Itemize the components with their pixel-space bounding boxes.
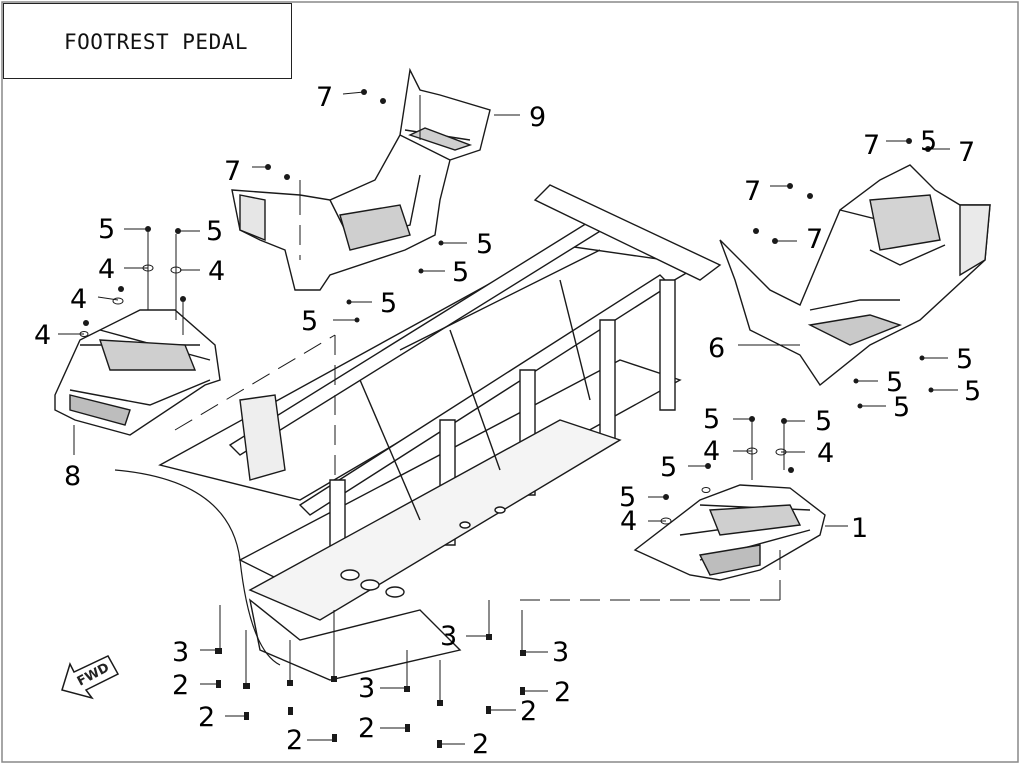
callout-label: 4 [70, 284, 87, 315]
vehicle-frame [158, 184, 722, 681]
callout-label: 7 [224, 156, 241, 187]
bolt [288, 707, 293, 715]
callout-label: 5 [619, 482, 636, 513]
bolt [753, 228, 759, 234]
callout-label: 4 [98, 254, 115, 285]
bolt [437, 740, 442, 748]
callout-label: 7 [863, 130, 880, 161]
callout-label: 4 [208, 256, 225, 287]
nut [243, 683, 250, 689]
bolt [175, 228, 181, 234]
callout-label: 2 [554, 677, 571, 708]
callout-label: 2 [358, 713, 375, 744]
washer [701, 487, 711, 493]
nut [437, 700, 443, 706]
callout-label: 5 [380, 288, 397, 319]
callout-label: 7 [958, 137, 975, 168]
bolt [807, 193, 813, 199]
bolt [83, 320, 89, 326]
callout-label: 4 [620, 506, 637, 537]
right-footrest-fender-part-6 [719, 164, 991, 387]
callout-label: 4 [817, 438, 834, 469]
callout-label: 1 [851, 513, 868, 544]
title-box: FOOTREST PEDAL [3, 3, 292, 79]
left-floor-pan-part-8 [54, 309, 221, 436]
bolt [405, 724, 410, 732]
nut [287, 680, 293, 686]
bolt [118, 286, 124, 292]
callout-label: 5 [815, 406, 832, 437]
callout-label: 5 [893, 392, 910, 423]
bolt [216, 680, 221, 688]
callout-label: 5 [920, 126, 937, 157]
nut [404, 686, 410, 692]
phantom-lines [174, 195, 781, 601]
bolt [380, 98, 386, 104]
diagram-title: FOOTREST PEDAL [64, 30, 249, 54]
callout-label: 5 [886, 367, 903, 398]
callout-label: 2 [198, 702, 215, 733]
bolt [486, 706, 491, 714]
forward-direction-arrow: FWD [61, 655, 120, 700]
bolt [284, 174, 290, 180]
callout-label: 5 [956, 344, 973, 375]
callout-label: 5 [301, 306, 318, 337]
nut [331, 676, 337, 682]
bolt [180, 296, 186, 302]
bolt [520, 687, 525, 695]
bolt [244, 712, 249, 720]
callout-label: 2 [520, 696, 537, 727]
left-footrest-fender-part-9 [231, 67, 491, 291]
bolt [332, 734, 337, 742]
callout-label: 5 [703, 404, 720, 435]
callout-label: 9 [529, 102, 546, 133]
bolt [788, 467, 794, 473]
callout-label: 4 [34, 320, 51, 351]
callout-label: 3 [358, 673, 375, 704]
callout-label: 7 [316, 82, 333, 113]
callout-label: 8 [64, 461, 81, 492]
nut [486, 634, 492, 640]
washer [112, 297, 124, 305]
callout-label: 3 [552, 637, 569, 668]
callout-label: 5 [98, 214, 115, 245]
callout-label: 7 [806, 224, 823, 255]
right-floor-pan-part-1 [633, 484, 826, 581]
callout-label: 5 [660, 452, 677, 483]
callout-label: 5 [452, 257, 469, 288]
callout-label: 2 [286, 725, 303, 756]
nut [215, 648, 222, 654]
callout-label: 5 [476, 229, 493, 260]
nut [520, 650, 526, 656]
body-outline-curve [114, 469, 281, 666]
callout-label: 3 [172, 637, 189, 668]
callout-label: 3 [440, 621, 457, 652]
fasteners [79, 89, 934, 748]
callout-label: 2 [472, 729, 489, 760]
callout-label: 5 [206, 216, 223, 247]
callout-label: 7 [744, 176, 761, 207]
callout-label: 6 [708, 333, 725, 364]
callout-label: 4 [703, 436, 720, 467]
callout-label: 2 [172, 670, 189, 701]
leader-lines [58, 91, 958, 745]
callout-label: 5 [964, 376, 981, 407]
callout-labels: 1 2 2 2 2 2 2 2 3 3 3 3 4 4 4 4 4 4 4 5 … [34, 82, 981, 760]
